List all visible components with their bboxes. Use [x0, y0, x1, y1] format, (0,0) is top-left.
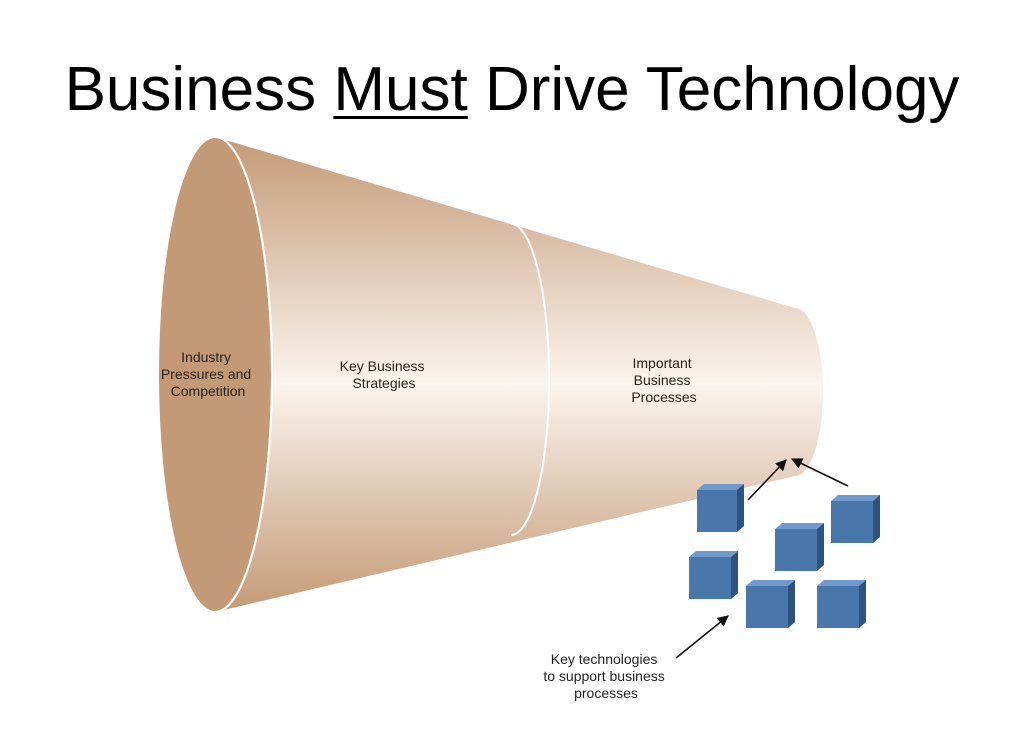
technology-cube [775, 523, 824, 571]
funnel-divider-1 [214, 136, 273, 613]
section-label-line: Pressures and [161, 366, 251, 382]
section-label-line: Important [632, 355, 691, 371]
funnel-divider-2 [510, 223, 551, 536]
caption-line: to support business [543, 668, 664, 684]
section-label-line: Strategies [352, 375, 415, 391]
section-label-line: Business [634, 372, 691, 388]
funnel-body [215, 137, 823, 612]
title-prefix: Business [64, 55, 334, 124]
technology-cube [831, 495, 880, 543]
section-label-strategies: Key Business Strategies [340, 358, 429, 391]
section-label-line: Key Business [340, 358, 425, 374]
technologies-caption: Key technologies to support business pro… [543, 651, 668, 701]
section-label-industry: Industry Pressures and Competition [161, 349, 255, 399]
section-label-processes: Important Business Processes [631, 355, 696, 405]
slide-title: Business Must Drive Technology [0, 50, 1024, 130]
title-emphasis: Must [333, 55, 468, 124]
caption-line: Key technologies [551, 651, 658, 667]
technology-cube [746, 580, 795, 628]
arrow-cube-to-funnel [747, 459, 787, 501]
caption-line: processes [574, 685, 638, 701]
arrow-cube-to-funnel [790, 458, 849, 487]
technology-cube [689, 551, 738, 599]
technology-cubes [689, 484, 880, 628]
section-label-line: Competition [171, 383, 246, 399]
section-label-line: Industry [181, 349, 231, 365]
arrow-caption-to-cubes [675, 615, 729, 659]
technology-cube [697, 484, 744, 532]
section-label-line: Processes [631, 389, 696, 405]
technology-cube [817, 580, 866, 628]
title-suffix: Drive Technology [467, 55, 960, 124]
